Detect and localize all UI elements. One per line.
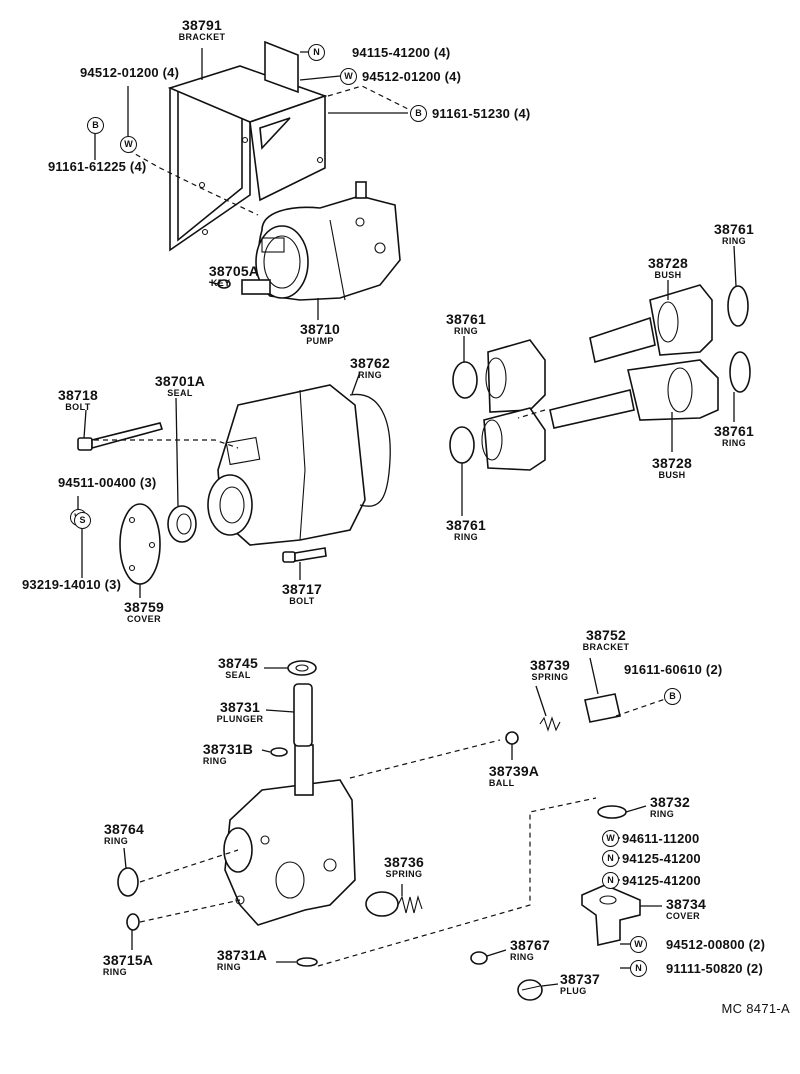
- nut-badge-icon: N: [602, 872, 619, 889]
- ring-38715A-drawing: [126, 913, 140, 931]
- fastener-label-94611-11200: 94611-11200: [622, 831, 700, 846]
- washer-badge-icon: W: [630, 936, 647, 953]
- bolt-badge-icon: B: [664, 688, 681, 705]
- ring-38731B-drawing: [270, 747, 288, 757]
- nut-badge-icon: N: [630, 960, 647, 977]
- seal-38745-drawing: [287, 660, 317, 676]
- fastener-label-94512-01200-top: 94512-01200 (4): [362, 69, 462, 84]
- bolt-38718-drawing: [77, 422, 164, 451]
- valve-body-drawing: [223, 744, 356, 926]
- ring-38732-drawing: [597, 805, 627, 819]
- fastener-label-91611-60610: 91611-60610 (2): [624, 662, 723, 677]
- bracket-38791-drawing: [167, 40, 328, 252]
- cover-38734-drawing: [581, 884, 641, 946]
- washer-badge-icon: W: [340, 68, 357, 85]
- spring-washer-badge-icon: S: [74, 512, 91, 529]
- ring-38764-drawing: [117, 867, 139, 897]
- spring-38736-drawing: [365, 891, 423, 917]
- gear-bush-group-drawing: [449, 284, 751, 471]
- fastener-label-91161-61225: 91161-61225 (4): [48, 159, 147, 174]
- fastener-label-94512-00800: 94512-00800 (2): [666, 937, 766, 952]
- plug-38737-drawing: [517, 979, 543, 1001]
- fastener-label-94511-00400: 94511-00400 (3): [58, 475, 157, 490]
- fastener-label-94125-41200-b: 94125-41200: [622, 873, 701, 888]
- leader-lines: [77, 48, 737, 987]
- bolt-38717-drawing: [282, 547, 327, 563]
- fastener-label-91111-50820: 91111-50820 (2): [666, 961, 763, 976]
- ring-38767-drawing: [470, 951, 488, 965]
- ring-38731A-drawing: [296, 957, 318, 967]
- nut-badge-icon: N: [308, 44, 325, 61]
- fastener-label-93219-14010: 93219-14010 (3): [22, 577, 122, 592]
- bracket-38752-drawing: [584, 693, 621, 723]
- washer-badge-icon: W: [120, 136, 137, 153]
- diagram-reference-code: MC 8471-A: [721, 1001, 790, 1016]
- seal-38701A-drawing: [167, 505, 197, 543]
- assembly-dashed-lines: [94, 85, 669, 967]
- housing-drawing: [207, 384, 391, 546]
- pump-38710-drawing: [241, 181, 401, 301]
- fastener-label-94115-41200: 94115-41200 (4): [352, 45, 451, 60]
- plunger-38731-drawing: [293, 683, 313, 747]
- fastener-label-91161-51230: 91161-51230 (4): [432, 106, 531, 121]
- bolt-badge-icon: B: [87, 117, 104, 134]
- fastener-label-94512-01200-left: 94512-01200 (4): [80, 65, 180, 80]
- spring-38739-drawing: [539, 716, 561, 732]
- washer-badge-icon: W: [602, 830, 619, 847]
- ball-38739A-drawing: [505, 731, 519, 745]
- bolt-badge-icon: B: [410, 105, 427, 122]
- nut-badge-icon: N: [602, 850, 619, 867]
- fastener-label-94125-41200-a: 94125-41200: [622, 851, 701, 866]
